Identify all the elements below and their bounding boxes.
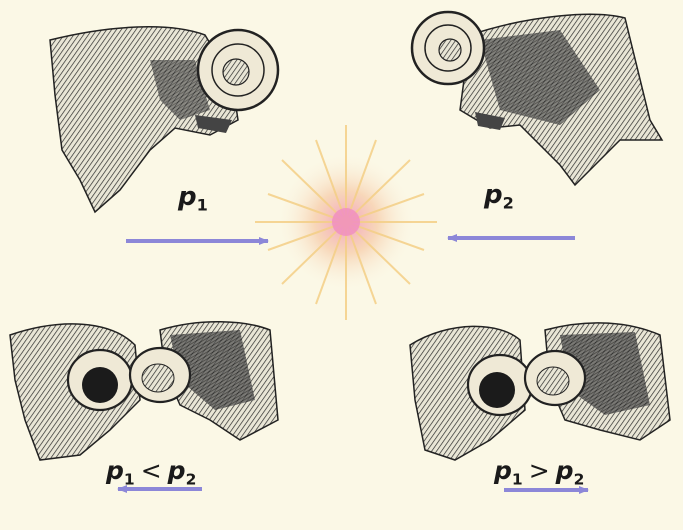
rams-collision-right-icon (410, 323, 670, 460)
label-p1-greater-than-p2: p1>p2 (494, 456, 584, 488)
ram-top-left-icon (50, 27, 278, 212)
label-p1: p1 (178, 182, 208, 215)
label-p1-less-than-p2: p1<p2 (106, 456, 196, 488)
ram-top-right-icon (412, 12, 662, 185)
rams-collision-left-icon (10, 322, 278, 460)
label-p2: p2 (484, 180, 514, 213)
collision-star-icon (255, 125, 437, 320)
